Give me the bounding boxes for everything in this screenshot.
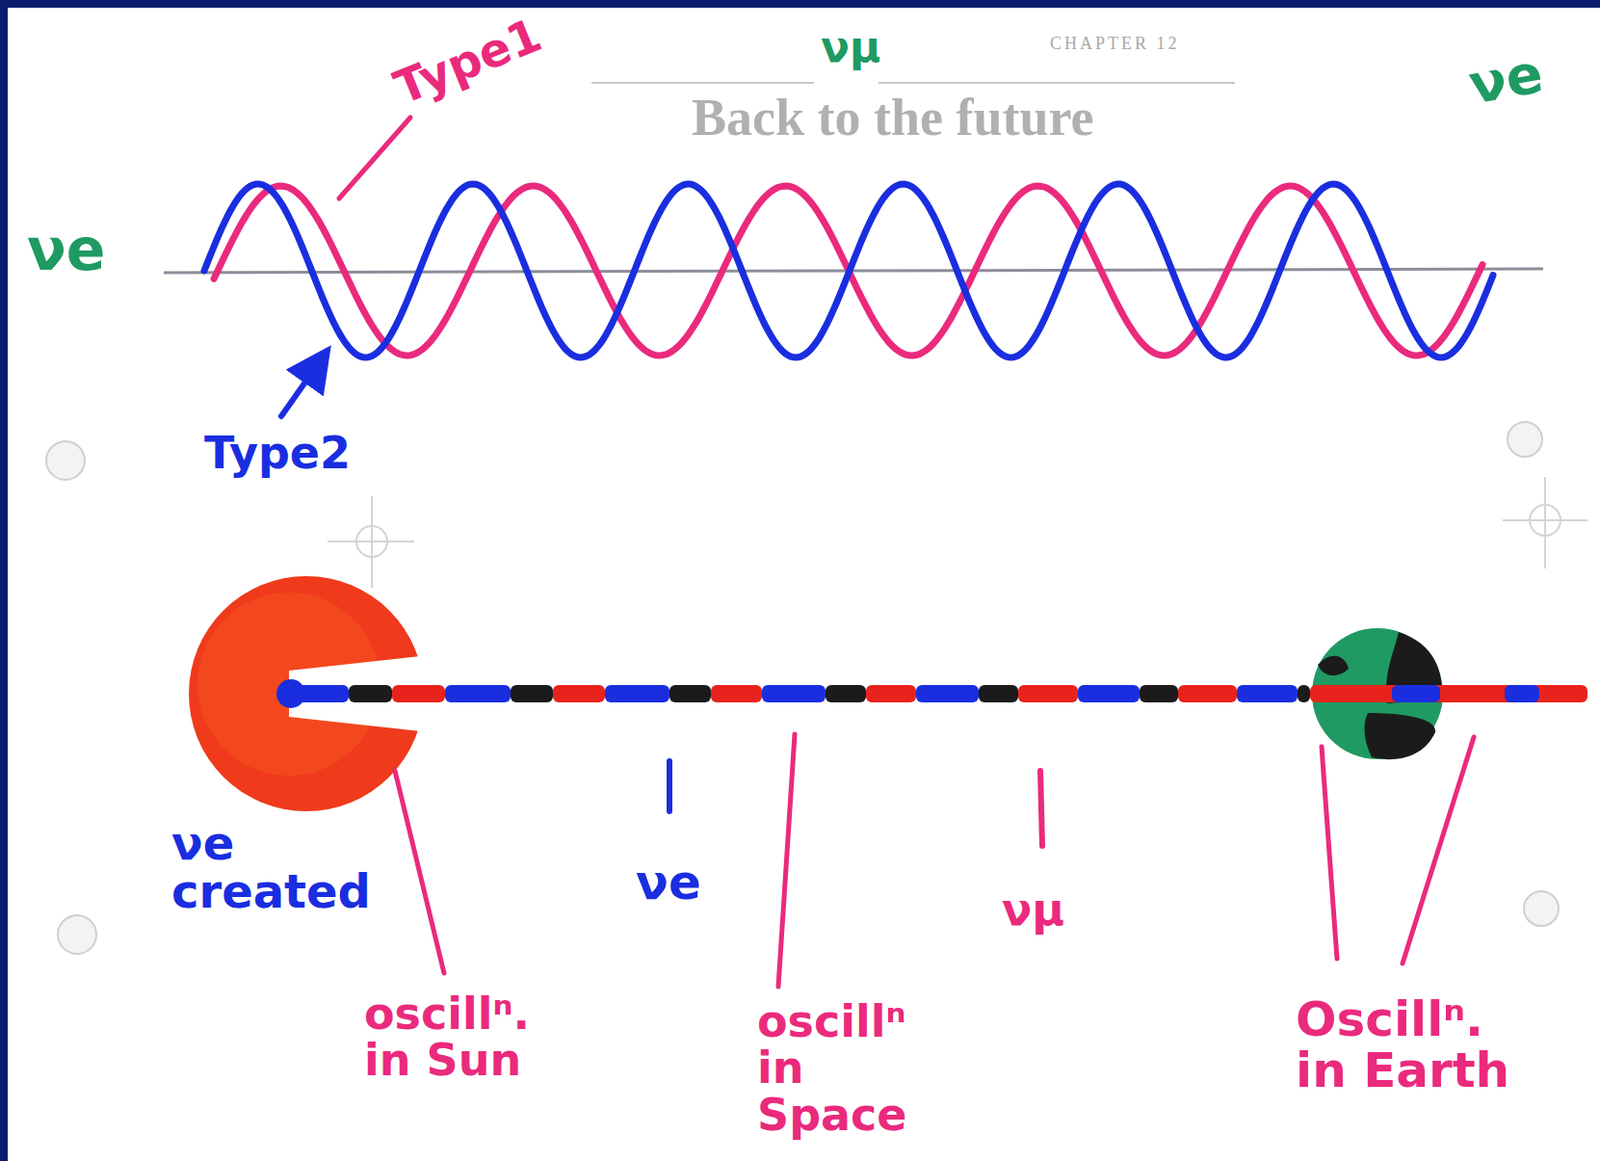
source-dot (276, 679, 306, 709)
oscillation-note: oscillⁿ. in Sun (364, 990, 530, 1084)
leader-line (1402, 736, 1474, 964)
earth-patch (1386, 631, 1443, 704)
beam-segment (669, 684, 711, 703)
beam-segment (392, 684, 446, 703)
neutrino-symbol: νe (635, 857, 702, 909)
beam-segment (510, 684, 553, 703)
beam-segment (710, 684, 762, 703)
hole-punch (57, 915, 97, 954)
page-rule (591, 81, 814, 84)
beam-segment (978, 684, 1019, 703)
wave-label: Type1 (388, 9, 549, 112)
leader-line (394, 770, 445, 973)
page-heading: CHAPTER 12 (1049, 34, 1181, 53)
leader-line (339, 117, 411, 199)
beam-segment (604, 684, 670, 703)
leader-arrow (281, 364, 318, 417)
neutrino-symbol: νμ (820, 25, 881, 70)
sun (188, 576, 424, 812)
beam-segment (916, 684, 979, 703)
beam-segment (1236, 684, 1298, 703)
hole-punch (1507, 421, 1543, 457)
earth-patch (1317, 655, 1349, 676)
beam-segment (1391, 684, 1441, 703)
beam-segment (825, 684, 866, 703)
hole-punch (46, 441, 85, 480)
beam-segment (1077, 684, 1140, 703)
beam-segment (1297, 684, 1311, 703)
oscillation-note: Oscillⁿ. in Earth (1295, 994, 1537, 1096)
neutrino-symbol: νμ (1001, 886, 1065, 933)
beam-segment (761, 684, 826, 703)
beam-segment (348, 684, 393, 703)
earth-patch (1364, 712, 1437, 760)
page-title: Back to the future (691, 90, 1094, 146)
source-label: νe created (171, 818, 371, 917)
beam-segment (552, 684, 605, 703)
leader-line (666, 760, 673, 812)
beam-segment (1310, 684, 1588, 703)
leader-line (778, 734, 795, 987)
beam-segment (1139, 684, 1179, 703)
beam-segment (445, 684, 511, 703)
oscillation-note: oscillⁿ in Space (757, 997, 908, 1138)
beam-segment (865, 684, 917, 703)
beam-segment (1018, 684, 1078, 703)
leader-line (1040, 770, 1043, 846)
beam-segment (1178, 684, 1237, 703)
neutrino-symbol: νe (26, 219, 106, 281)
registration-mark (327, 476, 1588, 588)
paper-sheet (7, 7, 1600, 1161)
leader-line (1321, 746, 1338, 959)
hole-punch (1523, 891, 1559, 926)
neutrino-symbol: νe (1465, 45, 1548, 114)
wave-label: Type2 (204, 429, 351, 476)
neutrino-beam (292, 684, 1588, 703)
beam-segment (1504, 684, 1540, 703)
page-rule (878, 81, 1235, 84)
type2-wave (204, 183, 1494, 358)
